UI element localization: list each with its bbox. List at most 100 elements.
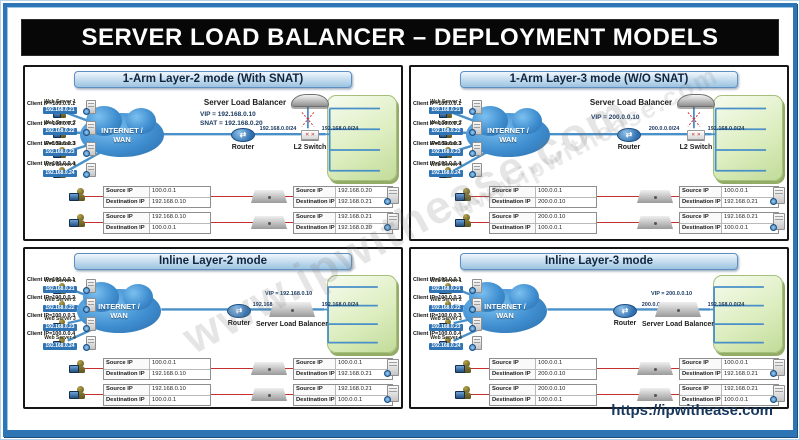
server-icon (384, 359, 399, 377)
source-ip-label: Source IP (680, 385, 722, 396)
server-icon (770, 213, 785, 231)
web-server-ip: 192.168.0.24 (429, 170, 463, 177)
destination-ip-value: 100.0.0.1 (538, 396, 563, 403)
l2-switch-label: L2 Switch (679, 144, 713, 151)
server-icon (83, 142, 96, 157)
panel-inline-l3: Inline Layer-3 mode Client IP=100.0.0.1 … (409, 247, 789, 409)
destination-ip-value: 192.168.0.21 (338, 198, 372, 205)
web-server-name: Web Server 3 (430, 316, 462, 322)
destination-ip-label: Destination IP (490, 223, 536, 233)
destination-ip-value: 100.0.0.1 (152, 396, 177, 403)
server-icon (83, 100, 96, 115)
slb-trapezoid-icon (251, 388, 287, 401)
destination-ip-label: Destination IP (104, 395, 150, 405)
destination-ip-label: Destination IP (294, 369, 336, 379)
vip-label: VIP = 192.168.0.10 (200, 111, 256, 118)
subnet-label-left: 200.0.0.0/24 (641, 302, 673, 308)
web-server-ip: 192.168.0.22 (43, 128, 77, 135)
slb-icon (655, 302, 701, 317)
user-icon (455, 386, 471, 400)
server-icon (469, 298, 482, 313)
web-server-name: Web Server 4 (430, 162, 462, 168)
footer-url[interactable]: https://ipwithease.com (611, 402, 773, 419)
web-server-name: Web Server 3 (44, 141, 76, 147)
source-ip-value: 192.168.0.21 (722, 213, 778, 224)
destination-ip-value: 192.168.0.10 (152, 370, 186, 377)
slb-trapezoid-icon (251, 216, 287, 229)
router-label: Router (613, 320, 637, 327)
client-label: Client IP=100.0.0.3 (413, 141, 462, 147)
flow-row-response: Source IP 192.168.0.10 Destination IP 10… (25, 211, 401, 235)
web-server-name: Web Server 3 (44, 316, 76, 322)
user-icon (69, 386, 85, 400)
web-server-item: Web Server 1 192.168.0.21 (31, 278, 96, 295)
packet-table: Source IP 192.168.0.21 Destination IP 10… (293, 384, 393, 406)
flow-line (77, 196, 391, 197)
server-box (713, 275, 783, 353)
server-icon (469, 163, 482, 178)
l2-switch-icon (687, 130, 705, 140)
destination-ip-label: Destination IP (104, 197, 150, 207)
flow-row-request: Source IP 100.0.0.1 Destination IP 192.1… (25, 357, 401, 381)
source-ip-value: 192.168.0.10 (150, 385, 210, 396)
packet-table: Source IP 100.0.0.1 Destination IP 192.1… (103, 186, 211, 208)
destination-ip-value: 100.0.0.1 (538, 224, 563, 231)
destination-ip-label: Destination IP (294, 223, 336, 233)
slb-trapezoid-icon (637, 388, 673, 401)
web-server-ip: 192.168.0.21 (429, 107, 463, 114)
server-icon (469, 100, 482, 115)
web-server-item: Web Server 4 192.168.0.24 (31, 335, 96, 352)
router-icon (231, 128, 255, 142)
destination-ip-value: 100.0.0.1 (152, 224, 177, 231)
user-icon (69, 188, 85, 202)
web-server-ip: 192.168.0.24 (429, 343, 463, 350)
vip-label: VIP = 192.168.0.10 (265, 291, 313, 297)
client-label: Client IP=100.0.0.2 (413, 121, 462, 127)
source-ip-value: 100.0.0.1 (336, 359, 392, 370)
destination-ip-value: 192.168.0.21 (724, 198, 758, 205)
cloud-label: INTERNET / (101, 125, 143, 135)
destination-ip-value: 192.168.0.21 (724, 370, 758, 377)
server-icon (770, 187, 785, 205)
flow-line (463, 222, 777, 223)
web-server-item: Web Server 3 192.168.0.23 (417, 141, 482, 158)
slb-icon (291, 94, 329, 107)
destination-ip-value: 200.0.0.10 (538, 370, 566, 377)
source-ip-value: 192.168.0.21 (336, 213, 392, 224)
server-icon (469, 336, 482, 351)
source-ip-label: Source IP (294, 359, 336, 370)
source-ip-label: Source IP (294, 385, 336, 396)
web-server-ip: 192.168.0.24 (43, 170, 77, 177)
flow-row-response: Source IP 192.168.0.10 Destination IP 10… (25, 383, 401, 407)
server-icon (469, 279, 482, 294)
subnet-label-right: 192.168.0.0/24 (707, 126, 745, 132)
source-ip-value: 192.168.0.21 (336, 385, 392, 396)
web-server-name: Web Server 2 (44, 297, 76, 303)
slb-icon (269, 302, 315, 317)
source-ip-label: Source IP (294, 213, 336, 224)
cloud-label: WAN (110, 311, 128, 320)
packet-table: Source IP 192.168.0.10 Destination IP 10… (103, 384, 211, 406)
source-ip-value: 192.168.0.20 (336, 187, 392, 198)
vip-label: VIP = 200.0.0.10 (651, 291, 693, 297)
web-server-name: Web Server 2 (44, 120, 76, 126)
cloud-label: INTERNET / (484, 301, 526, 311)
web-server-ip: 192.168.0.23 (43, 149, 77, 156)
web-server-item: Web Server 3 192.168.0.23 (31, 141, 96, 158)
panel-title: 1-Arm Layer-2 mode (With SNAT) (73, 71, 353, 88)
source-ip-label: Source IP (490, 359, 536, 370)
packet-table: Source IP 100.0.0.1 Destination IP 192.1… (103, 358, 211, 380)
source-ip-label: Source IP (104, 385, 150, 396)
vip-label: VIP = 200.0.0.10 (591, 114, 640, 121)
server-icon (83, 121, 96, 136)
destination-ip-label: Destination IP (490, 395, 536, 405)
web-server-ip: 192.168.0.21 (43, 107, 77, 114)
flow-line (77, 368, 391, 369)
slb-icon (677, 94, 715, 107)
source-ip-label: Source IP (680, 213, 722, 224)
subnet-label-right: 192.168.0.0/24 (321, 126, 359, 132)
web-server-name: Web Server 1 (430, 278, 462, 284)
cloud-label: WAN (496, 311, 514, 320)
flow-row-request: Source IP 100.0.0.1 Destination IP 200.0… (411, 185, 787, 209)
destination-ip-label: Destination IP (294, 395, 336, 405)
